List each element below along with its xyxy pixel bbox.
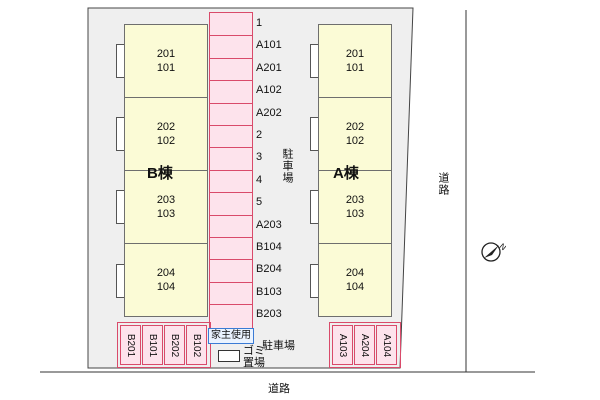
unit-number-upper: 202 (345, 121, 365, 133)
balcony (116, 117, 124, 151)
balcony (116, 44, 124, 78)
parking-slot[interactable]: B102 (186, 325, 207, 365)
parking-slot-label[interactable]: 4 (256, 173, 263, 186)
parking-slot-divider (210, 214, 252, 216)
parking-slot[interactable]: A104 (376, 325, 397, 365)
parking-slot[interactable]: B101 (142, 325, 163, 365)
unit-number-lower: 101 (156, 62, 176, 74)
parking-slot[interactable]: B201 (120, 325, 141, 365)
parking-slot-label: A204 (359, 333, 371, 357)
parking-slot-divider (210, 259, 252, 261)
parking-slot-divider (210, 35, 252, 37)
parking-slot-label[interactable]: A102 (256, 84, 282, 97)
road-right-label: 道路 (437, 172, 449, 196)
parking-slot-divider (210, 281, 252, 283)
parking-slot-label[interactable]: A101 (256, 39, 282, 52)
building-a-label: A棟 (333, 165, 359, 182)
parking-slot[interactable]: B202 (164, 325, 185, 365)
unit-a-202-102[interactable]: 202 102 (318, 97, 392, 171)
parking-slot-label: B201 (125, 333, 137, 357)
unit-number-lower: 102 (156, 135, 176, 147)
unit-number-lower: 104 (345, 281, 365, 293)
unit-number-upper: 203 (156, 194, 176, 206)
balcony (310, 190, 318, 224)
parking-slot-label[interactable]: B103 (256, 285, 282, 298)
unit-a-201-101[interactable]: 201 101 (318, 24, 392, 98)
unit-number-upper: 204 (345, 267, 365, 279)
parking-slot[interactable]: A204 (354, 325, 375, 365)
unit-number-upper: 203 (345, 194, 365, 206)
parking-slot-label[interactable]: A203 (256, 218, 282, 231)
trash-area-box (218, 350, 240, 362)
balcony (310, 264, 318, 298)
unit-number-lower: 104 (156, 281, 176, 293)
parking-slot-label: B102 (191, 333, 203, 357)
unit-a-203-103[interactable]: 203 103 (318, 170, 392, 244)
parking-slot-label[interactable]: 5 (256, 196, 263, 209)
parking-slot-label[interactable]: B104 (256, 241, 282, 253)
unit-number-upper: 201 (345, 48, 365, 60)
parking-slot-label[interactable]: B204 (256, 263, 282, 276)
trash-label-top: ゴミ (243, 345, 265, 357)
parking-slot-divider (210, 57, 252, 59)
unit-number-upper: 202 (156, 121, 176, 133)
parking-slot-label[interactable]: 2 (256, 129, 263, 141)
unit-number-lower: 101 (345, 62, 365, 74)
parking-slot-group (329, 322, 401, 368)
bottom-parking-label: 駐車場 (262, 340, 295, 352)
parking-slot-label[interactable]: A202 (256, 106, 282, 119)
unit-number-upper: 201 (156, 48, 176, 60)
north-arrow-icon: N (481, 242, 506, 262)
unit-number-lower: 102 (345, 135, 365, 147)
parking-slot-label[interactable]: 1 (256, 17, 263, 29)
parking-slot-label: A103 (337, 333, 349, 357)
unit-a-204-104[interactable]: 204 104 (318, 243, 392, 317)
parking-slot-label[interactable]: 3 (256, 151, 263, 164)
svg-text:N: N (498, 242, 506, 253)
parking-slot-label: A104 (381, 333, 393, 357)
balcony (116, 264, 124, 298)
parking-slot-divider (210, 169, 252, 171)
parking-slot-label: B101 (147, 333, 159, 357)
unit-number-lower: 103 (345, 208, 365, 220)
road-bottom-label: 道路 (268, 383, 290, 395)
parking-slot-divider (210, 102, 252, 104)
parking-slot-divider (210, 125, 252, 126)
owner-use-slot[interactable]: 家主使用 (208, 328, 254, 344)
balcony (310, 44, 318, 78)
parking-slot-label[interactable]: B203 (256, 308, 282, 321)
parking-slot-divider (210, 304, 252, 306)
balcony (310, 117, 318, 151)
trash-area-label: ゴミ 置場 (243, 345, 265, 369)
unit-b-203-103[interactable]: 203 103 (124, 170, 208, 244)
parking-slot[interactable]: A103 (332, 325, 353, 365)
parking-lane (209, 12, 253, 332)
unit-b-204-104[interactable]: 204 104 (124, 243, 208, 317)
unit-b-201-101[interactable]: 201 101 (124, 24, 208, 98)
parking-lane-label: 駐車場 (281, 148, 293, 184)
unit-number-upper: 204 (156, 267, 176, 279)
balcony (116, 190, 124, 224)
parking-slot-divider (210, 80, 252, 82)
parking-slot-divider (210, 192, 252, 194)
parking-slot-label[interactable]: A201 (256, 61, 282, 74)
parking-slot-divider (210, 237, 252, 238)
unit-number-lower: 103 (156, 208, 176, 220)
parking-slot-group (117, 322, 211, 368)
building-b-label: B棟 (147, 165, 173, 182)
unit-b-202-102[interactable]: 202 102 (124, 97, 208, 171)
trash-label-bottom: 置場 (243, 357, 265, 369)
parking-slot-label: B202 (169, 333, 181, 357)
parking-slot-divider (210, 147, 252, 149)
